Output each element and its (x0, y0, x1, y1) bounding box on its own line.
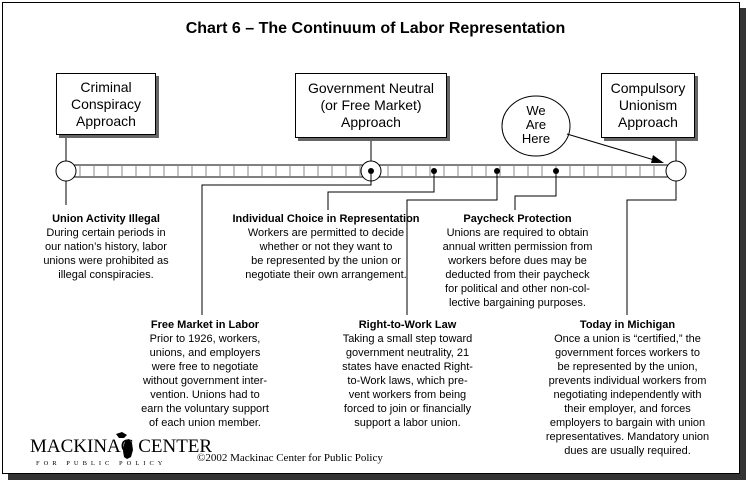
item-heading: Right-to-Work Law (358, 319, 457, 331)
copyright-notice: ©2002 Mackinac Center for Public Policy (197, 452, 383, 464)
we-are-here-callout (501, 95, 571, 157)
leader-right-to-work (406, 174, 498, 315)
item-heading: Union Activity Illegal (52, 213, 160, 225)
left-end-circle (55, 160, 77, 182)
item-right-to-work: Right-to-Work Law Taking a small step to… (330, 318, 485, 430)
item-heading: Today in Michigan (579, 319, 676, 331)
box-compulsory-unionism-label: Compulsory Unionism Approach (610, 80, 686, 130)
michigan-map-icon (116, 432, 133, 459)
chart-title: Chart 6 – The Continuum of Labor Represe… (185, 20, 566, 37)
item-heading: Paycheck Protection (463, 213, 572, 225)
leader-today-michigan (626, 181, 677, 315)
item-body: Taking a small step toward government ne… (342, 333, 473, 429)
dot-free-market (368, 168, 374, 174)
mackinac-logo: MACKINAC CENTER FOR PUBLIC POLICY (30, 436, 213, 467)
callout-arrowhead (651, 155, 664, 163)
item-individual-choice: Individual Choice in Representation Work… (226, 212, 426, 282)
leader-individual-choice (327, 174, 435, 210)
item-body: Once a union is “certified,” the governm… (545, 333, 710, 457)
item-union-activity-illegal: Union Activity Illegal During certain pe… (26, 212, 186, 282)
item-body: Workers are permitted to decide whether … (245, 227, 407, 281)
item-today-michigan: Today in Michigan Once a union is “certi… (525, 318, 730, 458)
box-criminal-conspiracy-label: Criminal Conspiracy Approach (70, 78, 142, 129)
box-compulsory-unionism: Compulsory Unionism Approach (601, 73, 695, 138)
item-paycheck-protection: Paycheck Protection Unions are required … (430, 212, 605, 310)
leader-paycheck-protection (514, 174, 557, 210)
callout-label: We Are Here (521, 103, 551, 146)
logo-name: MACKINAC CENTER (30, 436, 213, 457)
box-government-neutral-label: Government Neutral (or Free Market) Appr… (307, 80, 435, 130)
item-free-market: Free Market in Labor Prior to 1926, work… (130, 318, 280, 430)
dot-paycheck-protection (553, 168, 559, 174)
box-criminal-conspiracy: Criminal Conspiracy Approach (56, 73, 156, 135)
callout-arrow (566, 133, 662, 163)
item-heading: Free Market in Labor (150, 319, 260, 331)
item-body: Prior to 1926, workers, unions, and empl… (141, 333, 269, 429)
timeline-ticks (79, 165, 669, 177)
box-government-neutral: Government Neutral (or Free Market) Appr… (295, 73, 447, 138)
dot-right-to-work (494, 168, 500, 174)
right-end-circle (665, 160, 687, 182)
item-body: Unions are required to obtain annual wri… (442, 227, 593, 309)
item-heading: Individual Choice in Representation (232, 213, 420, 225)
logo-subtitle: FOR PUBLIC POLICY (36, 460, 167, 467)
leader-free-market (201, 174, 372, 315)
dot-individual-choice (431, 168, 437, 174)
item-body: During certain periods in our nation’s h… (43, 227, 169, 281)
